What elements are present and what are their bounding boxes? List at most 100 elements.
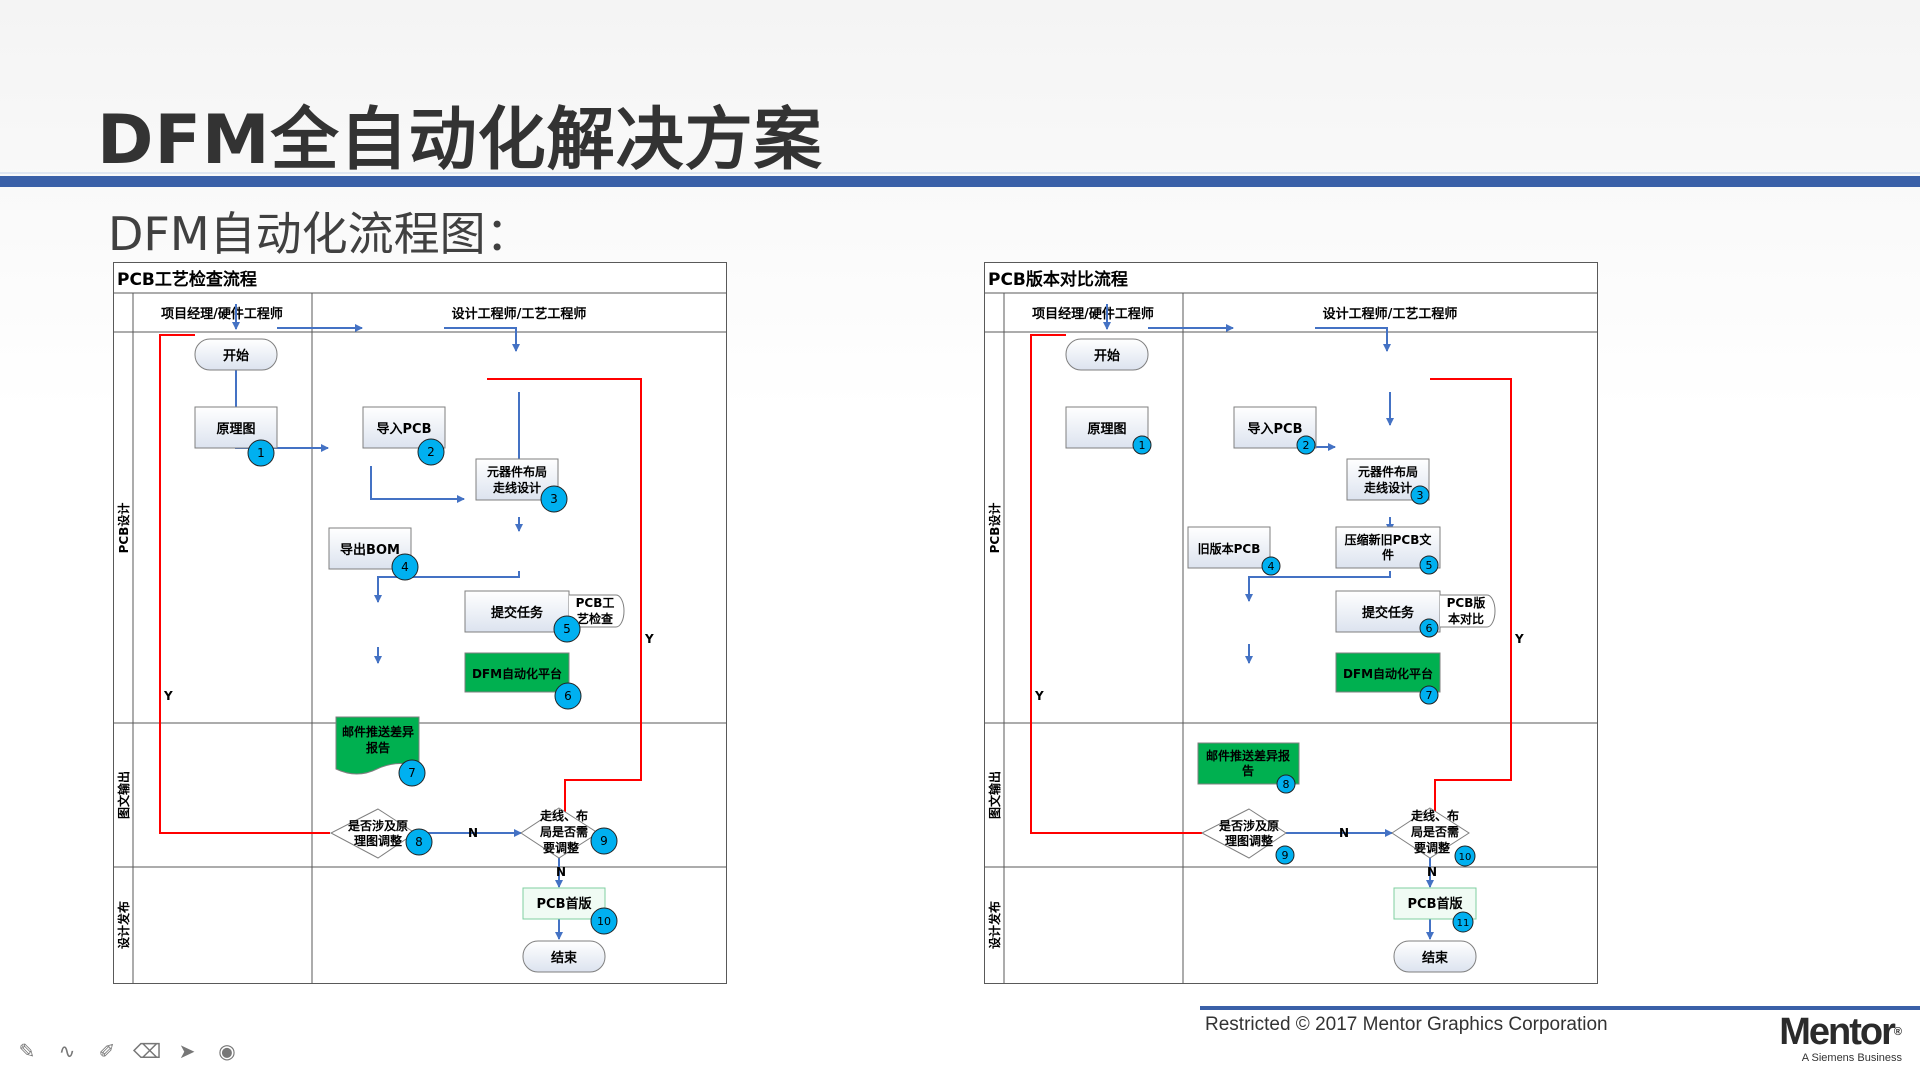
step-badge: 1 [1132, 435, 1152, 455]
decision-layout-label-1: 走线、布 [540, 808, 588, 823]
logo-wordmark: Mentor® [1779, 1011, 1902, 1053]
compress-label-2: 件 [1382, 547, 1394, 562]
svg-text:3: 3 [550, 492, 558, 506]
title-underline-highlight [0, 172, 1920, 174]
step-badge: 2 [417, 438, 445, 466]
svg-text:8: 8 [415, 835, 423, 849]
process-check-annotation-label-2: 艺检查 [577, 611, 614, 626]
edge-label-no-down: N [556, 865, 566, 879]
export-bom-label: 导出BOM [340, 542, 400, 558]
decision-layout-label-1: 走线、布 [1411, 808, 1459, 823]
edge-label-yes-left: Y [1034, 689, 1044, 703]
arrow-platform-report [1245, 571, 1391, 602]
svg-text:3: 3 [1417, 489, 1424, 502]
footer-rule [1200, 1006, 1920, 1010]
svg-text:1: 1 [1139, 439, 1146, 452]
svg-text:1: 1 [257, 446, 265, 460]
old-pcb-label: 旧版本PCB [1198, 541, 1261, 556]
decision-layout-adjust [1391, 807, 1470, 859]
layout-label-1: 元器件布局 [487, 464, 547, 479]
decision-schematic-label-1: 是否涉及原 [1218, 818, 1279, 833]
step-badge: 6 [1419, 618, 1439, 638]
start-node-label: 开始 [1094, 348, 1120, 364]
step-badge: 8 [1276, 774, 1296, 794]
pen-icon[interactable]: ✎ [18, 1039, 36, 1063]
svg-text:5: 5 [1426, 559, 1433, 572]
arrow-bom-submit [370, 466, 465, 503]
eraser-icon[interactable]: ⌫ [132, 1039, 162, 1063]
svg-text:8: 8 [1283, 778, 1290, 791]
decision-layout-label-2: 局是否需 [1411, 825, 1459, 839]
decision-schematic-label-2: 理图调整 [354, 833, 402, 848]
report-label-1: 邮件推送差异报 [1206, 748, 1290, 763]
step-badge: 9 [590, 827, 618, 855]
end-node [522, 940, 606, 973]
step-badge: 2 [1296, 435, 1316, 455]
flowchart-pcb-process-check: PCB工艺检查流程 项目经理/硬件工程师 设计工程师/工艺工程师 PCB设计 图… [113, 262, 727, 984]
phase-label-release: 设计发布 [987, 901, 1002, 949]
layout-label-2: 走线设计 [493, 480, 541, 495]
arrow-import-layout [1315, 327, 1391, 352]
phase-label-pcb-design: PCB设计 [987, 503, 1002, 554]
svg-text:2: 2 [1303, 439, 1310, 452]
step-badge: 9 [1275, 845, 1295, 865]
version-compare-annotation-label-2: 本对比 [1448, 611, 1484, 626]
compress-label-1: 压缩新旧PCB文 [1345, 532, 1433, 547]
svg-text:4: 4 [401, 560, 409, 574]
submit-label: 提交任务 [1362, 605, 1415, 621]
pointer-icon[interactable]: ➤ [178, 1039, 196, 1063]
loop-line-schematic [1030, 334, 1202, 834]
decision-layout-label-3: 要调整 [1414, 840, 1450, 855]
edge-label-yes-left: Y [163, 689, 173, 703]
schematic-label: 原理图 [1087, 422, 1126, 437]
step-badge: 10 [590, 907, 618, 935]
svg-text:9: 9 [1282, 849, 1289, 862]
schematic-label: 原理图 [216, 422, 255, 437]
step-badge: 11 [1452, 911, 1474, 933]
svg-text:9: 9 [600, 834, 608, 848]
svg-text:7: 7 [1426, 689, 1433, 702]
decision-schematic-label-1: 是否涉及原 [347, 818, 408, 833]
curve-icon[interactable]: ∿ [58, 1039, 76, 1063]
arrow-platform-report [374, 571, 520, 603]
layout-label-2: 走线设计 [1364, 480, 1412, 495]
dfm-platform-box [464, 652, 570, 693]
step-badge: 4 [1261, 556, 1281, 576]
phase-label-output: 图文输出 [116, 771, 131, 819]
dfm-platform-box [1335, 652, 1441, 693]
end-node [1393, 940, 1477, 973]
record-icon[interactable]: ◉ [218, 1039, 236, 1063]
report-label-2: 告 [1242, 763, 1254, 778]
phase-label-output: 图文输出 [987, 771, 1002, 819]
start-node [194, 338, 278, 371]
lane-header-engineer: 设计工程师/工艺工程师 [1323, 306, 1458, 322]
version-compare-annotation [1440, 594, 1496, 628]
logo-tagline: A Siemens Business [1801, 1052, 1902, 1064]
svg-text:10: 10 [1459, 852, 1472, 863]
step-badge: 8 [405, 828, 433, 856]
import-pcb-label: 导入PCB [377, 422, 432, 437]
svg-text:11: 11 [1457, 918, 1470, 929]
edge-label-no-down: N [1427, 865, 1437, 879]
process-check-annotation [569, 594, 625, 628]
svg-text:6: 6 [564, 689, 572, 703]
mentor-logo: Mentor® A Siemens Business [1779, 1012, 1902, 1064]
flowchart-pcb-version-compare: PCB版本对比流程 项目经理/硬件工程师 设计工程师/工艺工程师 PCB设计 图… [984, 262, 1598, 984]
report-label-2: 报告 [366, 740, 390, 755]
loop-line-layout [1430, 378, 1512, 833]
svg-text:10: 10 [597, 915, 611, 928]
title-underline-bar [0, 176, 1920, 187]
edge-label-yes-right: Y [1514, 632, 1524, 646]
step-badge: 10 [1454, 845, 1476, 867]
first-version-label: PCB首版 [537, 896, 592, 912]
submit-box [464, 590, 570, 633]
slide-title: DFM全自动化解决方案 [97, 101, 823, 180]
svg-text:5: 5 [563, 622, 571, 636]
edge-label-no-mid: N [1339, 826, 1349, 840]
decision-layout-label-3: 要调整 [543, 840, 579, 855]
flowchart-title: PCB版本对比流程 [988, 269, 1128, 290]
lane-header-manager: 项目经理/硬件工程师 [161, 306, 283, 322]
decision-schematic-label-2: 理图调整 [1225, 833, 1273, 848]
highlighter-icon[interactable]: ✐ [98, 1039, 116, 1063]
decision-schematic-adjust [1200, 808, 1287, 859]
